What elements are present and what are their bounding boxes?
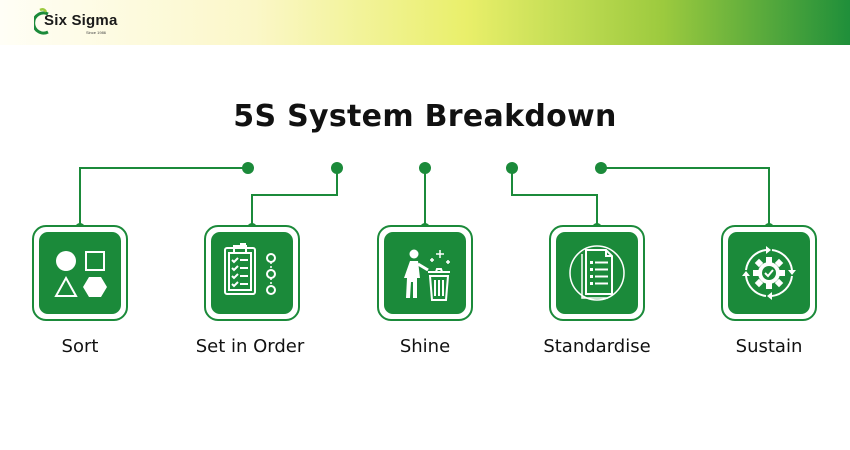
document-stack-icon [569,245,625,301]
step-icon-panel [728,232,810,314]
step-icon-panel [211,232,293,314]
step-label-set-in-order: Set in Order [195,336,305,357]
step-card-set-in-order [204,225,300,321]
person-cleaning-bin-icon [404,249,450,301]
step-card-standardise [549,225,645,321]
brand-name: Six Sigma [44,12,118,29]
connector-dot [595,162,607,174]
connector-dot [506,162,518,174]
connector-set-in-order [251,168,338,228]
step-card-sort [32,225,128,321]
step-card-sustain [721,225,817,321]
step-label-sustain: Sustain [735,336,803,357]
connector-dot [331,162,343,174]
gear-cycle-icon [742,246,796,300]
six-sigma-logo-icon [34,8,49,35]
top-banner [0,0,850,45]
clipboard-checklist-icon [224,243,276,295]
brand-tagline: Since 1986 [86,30,107,35]
page-title: 5S System Breakdown [233,99,617,134]
connector-sort [79,167,248,228]
step-icon-panel [39,232,121,314]
connector-dot [419,162,431,174]
step-label-sort: Sort [61,336,99,357]
shapes-icon [54,251,107,297]
step-label-shine: Shine [399,336,451,357]
connector-sustain [601,167,770,228]
step-icon-panel [556,232,638,314]
step-card-shine [377,225,473,321]
connector-standardise [511,168,598,228]
step-icon-panel [384,232,466,314]
connector-dot [242,162,254,174]
step-label-standardise: Standardise [543,336,651,357]
